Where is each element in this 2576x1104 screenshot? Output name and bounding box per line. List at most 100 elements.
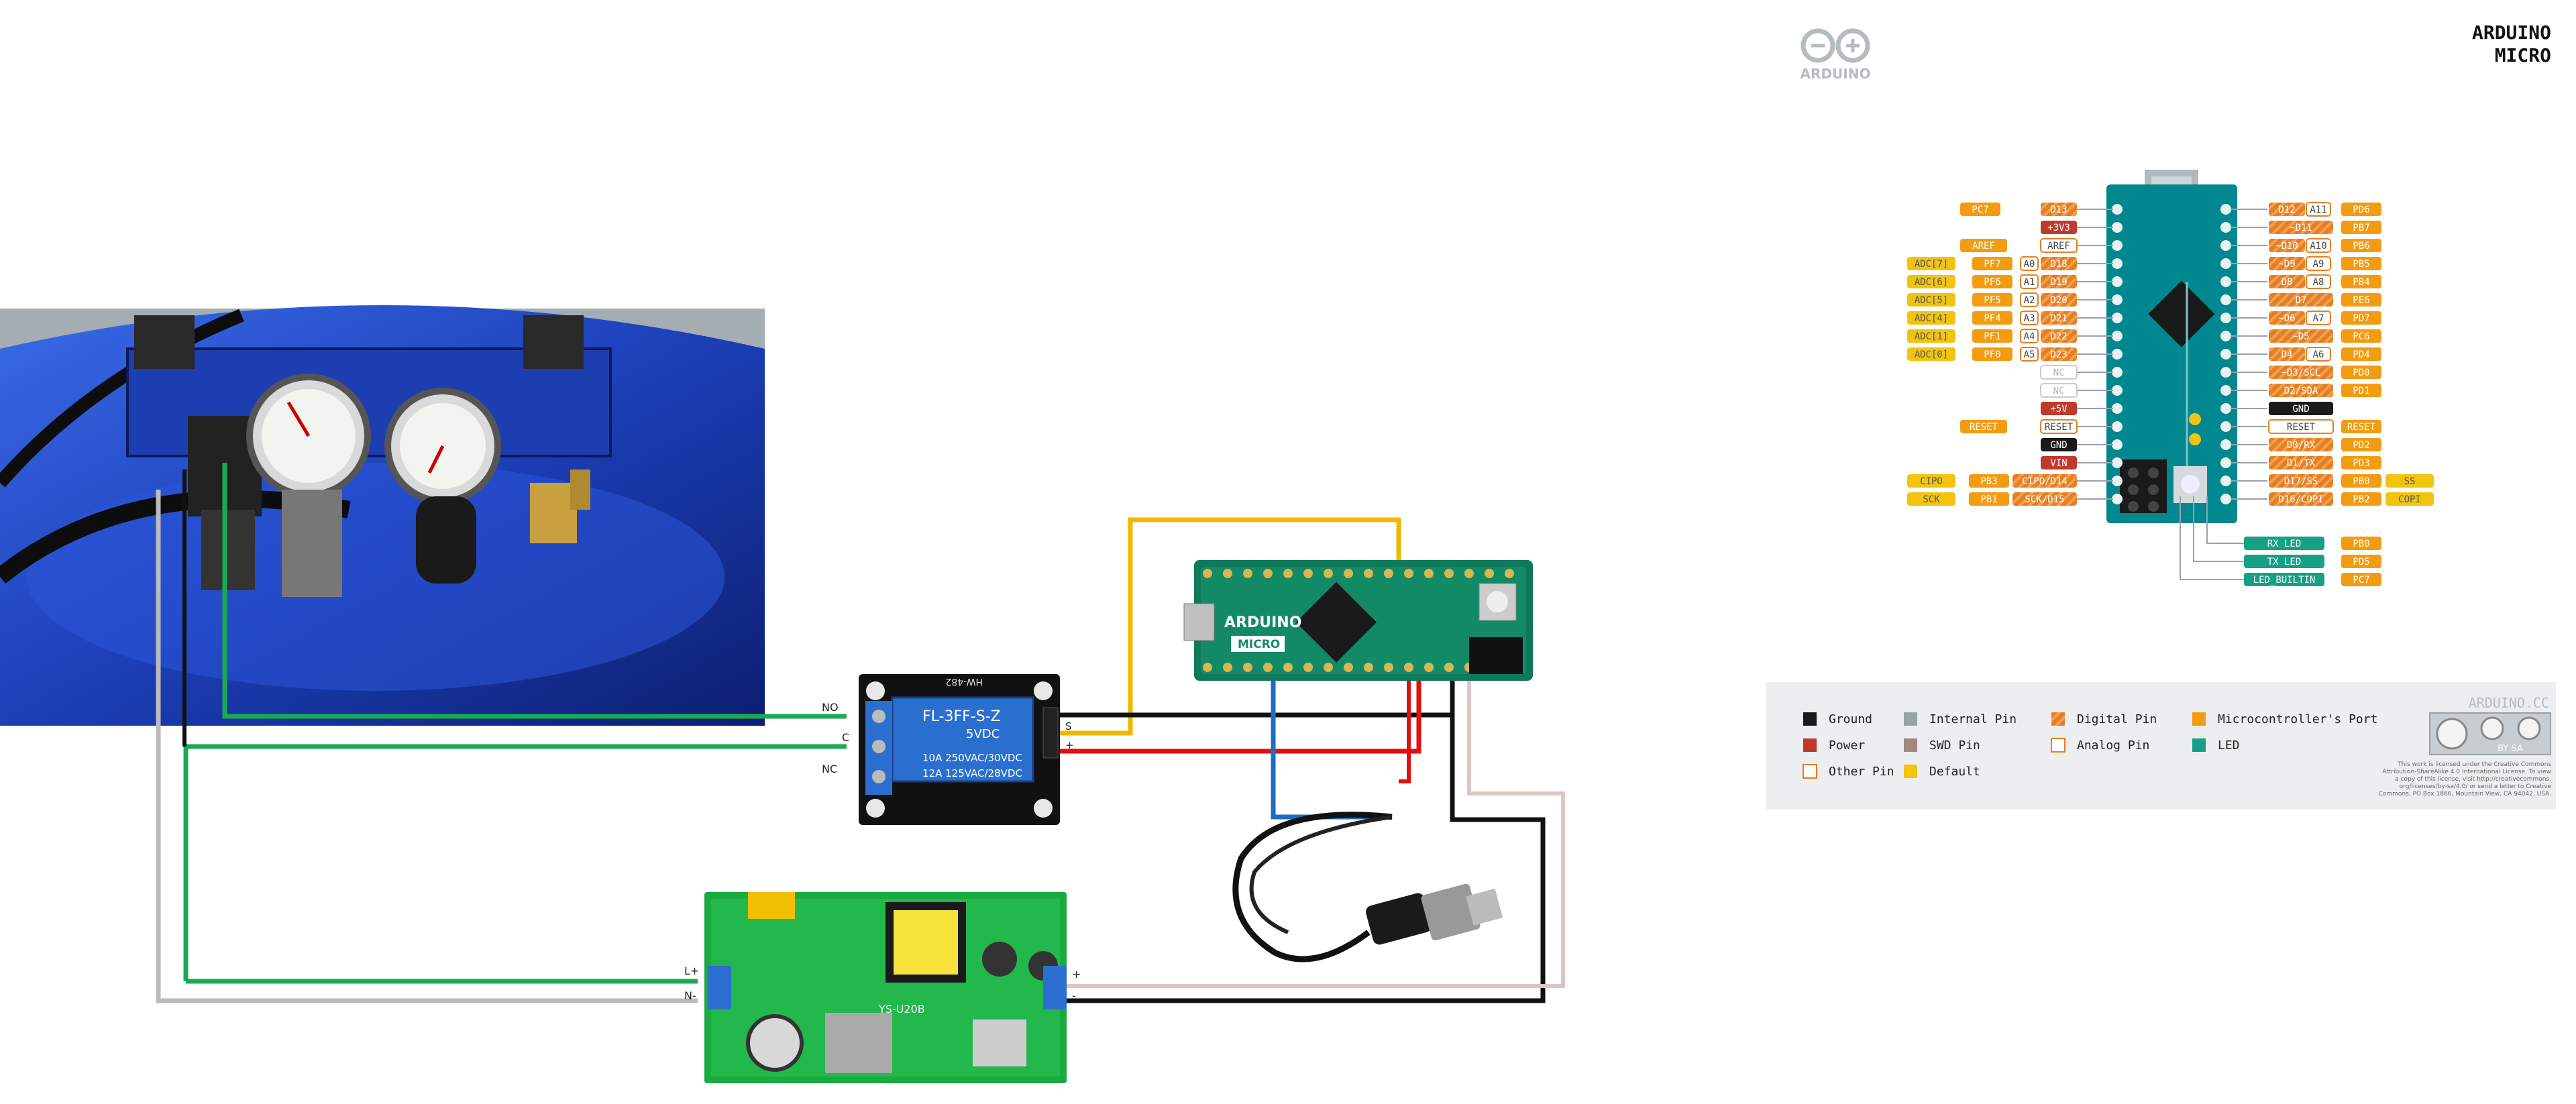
left-pin-4: D19 xyxy=(2041,275,2077,288)
led-label-2-text: LED_BUILTIN xyxy=(2253,575,2316,586)
right-pin-6: ~D6 xyxy=(2269,311,2305,325)
header-pad xyxy=(2112,385,2123,396)
right-pin-3-text: ~D9 xyxy=(2278,259,2295,270)
header-pad xyxy=(2112,222,2123,233)
header-pad xyxy=(2112,313,2123,323)
left-pin-0: D13 xyxy=(2041,203,2077,216)
left-alt-5: A2 xyxy=(2020,292,2039,307)
right-alt-3: A9 xyxy=(2306,256,2331,271)
right-port-15: PB0 xyxy=(2341,474,2381,488)
left-alt-4: A1 xyxy=(2020,274,2039,289)
right-pin-5-text: D7 xyxy=(2296,295,2307,306)
left-adc-15-text: CIPO xyxy=(1920,476,1943,487)
right-pin-14-text: D1/TX xyxy=(2287,458,2316,469)
header-pad xyxy=(2112,349,2123,360)
legend-swatch xyxy=(1904,738,1917,752)
left-port-7: PF1 xyxy=(1972,329,2012,343)
header-pad xyxy=(2220,258,2231,269)
header-pad xyxy=(2220,439,2231,450)
left-adc-7: ADC[1] xyxy=(1907,329,1955,343)
header-pad xyxy=(2220,331,2231,341)
legend-swatch xyxy=(2051,738,2065,753)
right-alt-6-text: A7 xyxy=(2313,313,2324,324)
right-pin-1: ~D11 xyxy=(2269,221,2333,234)
left-adc-5: ADC[5] xyxy=(1907,293,1955,307)
right-port-14: PD3 xyxy=(2341,456,2381,470)
relay-terminal-c: C xyxy=(842,731,849,744)
led-port-2-text: PC7 xyxy=(2353,575,2369,586)
header-pad xyxy=(2112,476,2123,486)
relay-coil-text: 5VDC xyxy=(966,727,1000,741)
legend-label: Other Pin xyxy=(1829,765,1894,779)
power-supply-board: YS-U20B L+ N- + - xyxy=(684,892,1081,1083)
relay-rating-2: 12A 125VAC/28VDC xyxy=(922,767,1022,779)
right-pin-7: ~D5 xyxy=(2269,329,2333,343)
header-pad xyxy=(2220,204,2231,215)
left-pin-8: D23 xyxy=(2041,347,2077,361)
license-line: org/licenses/by-sa/4.0/ or send a letter… xyxy=(2400,783,2552,790)
right-header-pads xyxy=(2220,204,2231,504)
right-alt-4-text: A8 xyxy=(2313,277,2324,288)
left-pin-3-text: D18 xyxy=(2050,259,2067,270)
left-adc-3: ADC[7] xyxy=(1907,257,1955,270)
legend-label: LED xyxy=(2218,738,2240,753)
led-port-1: PD5 xyxy=(2341,555,2381,568)
left-port-15: PB3 xyxy=(1969,474,2009,488)
relay-terminal-no: NO xyxy=(822,701,839,714)
right-port-13: PD2 xyxy=(2341,438,2381,451)
right-port-4-text: PB4 xyxy=(2353,277,2369,288)
header-pad xyxy=(2220,294,2231,305)
legend-label: Analog Pin xyxy=(2077,738,2149,753)
legend-label: Ground xyxy=(1829,712,1872,726)
legend-item-2: Digital Pin xyxy=(2051,712,2157,726)
relay-model-text: FL-3FF-S-Z xyxy=(922,708,1001,725)
left-pin-rows: D13PC7+3V3AREFAREFD18A0PF7ADC[7]D19A1PF6… xyxy=(1907,203,2113,506)
header-pad xyxy=(2112,240,2123,251)
left-pin-9: NC xyxy=(2040,365,2078,380)
right-pin-10-text: D2/SDA xyxy=(2284,386,2318,396)
right-pin-0: D12 xyxy=(2269,203,2305,216)
left-port-8-text: PF0 xyxy=(1984,349,2000,360)
right-port-2: PB6 xyxy=(2341,239,2381,252)
relay-board-code: HW-482 xyxy=(945,676,983,687)
right-pin-0-text: D12 xyxy=(2278,205,2295,215)
right-pin-15: D17/SS xyxy=(2269,474,2333,488)
right-pin-8-text: D4 xyxy=(2282,349,2293,360)
right-pin-1-text: ~D11 xyxy=(2290,223,2312,233)
right-port-6: PD7 xyxy=(2341,311,2381,325)
relay-rating-1: 10A 250VAC/30VDC xyxy=(922,752,1022,764)
wires xyxy=(156,463,1565,1003)
wire-signal-yellow xyxy=(1060,517,1401,736)
right-port-2-text: PB6 xyxy=(2353,241,2369,252)
header-pad xyxy=(2112,421,2123,432)
relay-module: FL-3FF-S-Z 5VDC 10A 250VAC/30VDC 12A 125… xyxy=(822,674,1074,825)
header-pad xyxy=(2112,403,2123,414)
legend-swatch xyxy=(1904,712,1917,726)
led-port-0-text: PB0 xyxy=(2353,539,2369,549)
led-port-0: PB0 xyxy=(2341,537,2381,550)
left-port-0-text: PC7 xyxy=(1972,205,1988,215)
left-alt-3-text: A0 xyxy=(2024,259,2035,270)
logo-text: ARDUINO xyxy=(1801,66,1871,82)
left-port-4: PF6 xyxy=(1972,275,2012,288)
relay-input-s: S xyxy=(1065,720,1072,732)
right-port-7: PC6 xyxy=(2341,329,2381,343)
left-port-4-text: PF6 xyxy=(1984,277,2000,288)
legend-swatch xyxy=(2192,738,2206,752)
left-pin-1: +3V3 xyxy=(2041,221,2077,234)
legend-label: Default xyxy=(1929,765,1980,779)
psu-terminal-n: N- xyxy=(684,989,696,1002)
left-pin-2: AREF xyxy=(2040,238,2078,253)
right-port-8: PD4 xyxy=(2341,347,2381,361)
right-port-4: PB4 xyxy=(2341,275,2381,288)
right-alt-3-text: A9 xyxy=(2313,259,2324,270)
wire-gnd-relay xyxy=(1060,677,1455,718)
arduino-logo: ARDUINO xyxy=(1801,28,1871,82)
right-port-5: PE6 xyxy=(2341,293,2381,307)
right-alt-6: A7 xyxy=(2306,311,2331,325)
legend-swatch xyxy=(2192,712,2206,726)
right-extra-16: COPI xyxy=(2385,492,2434,506)
micro-board-illustration xyxy=(2106,170,2237,523)
